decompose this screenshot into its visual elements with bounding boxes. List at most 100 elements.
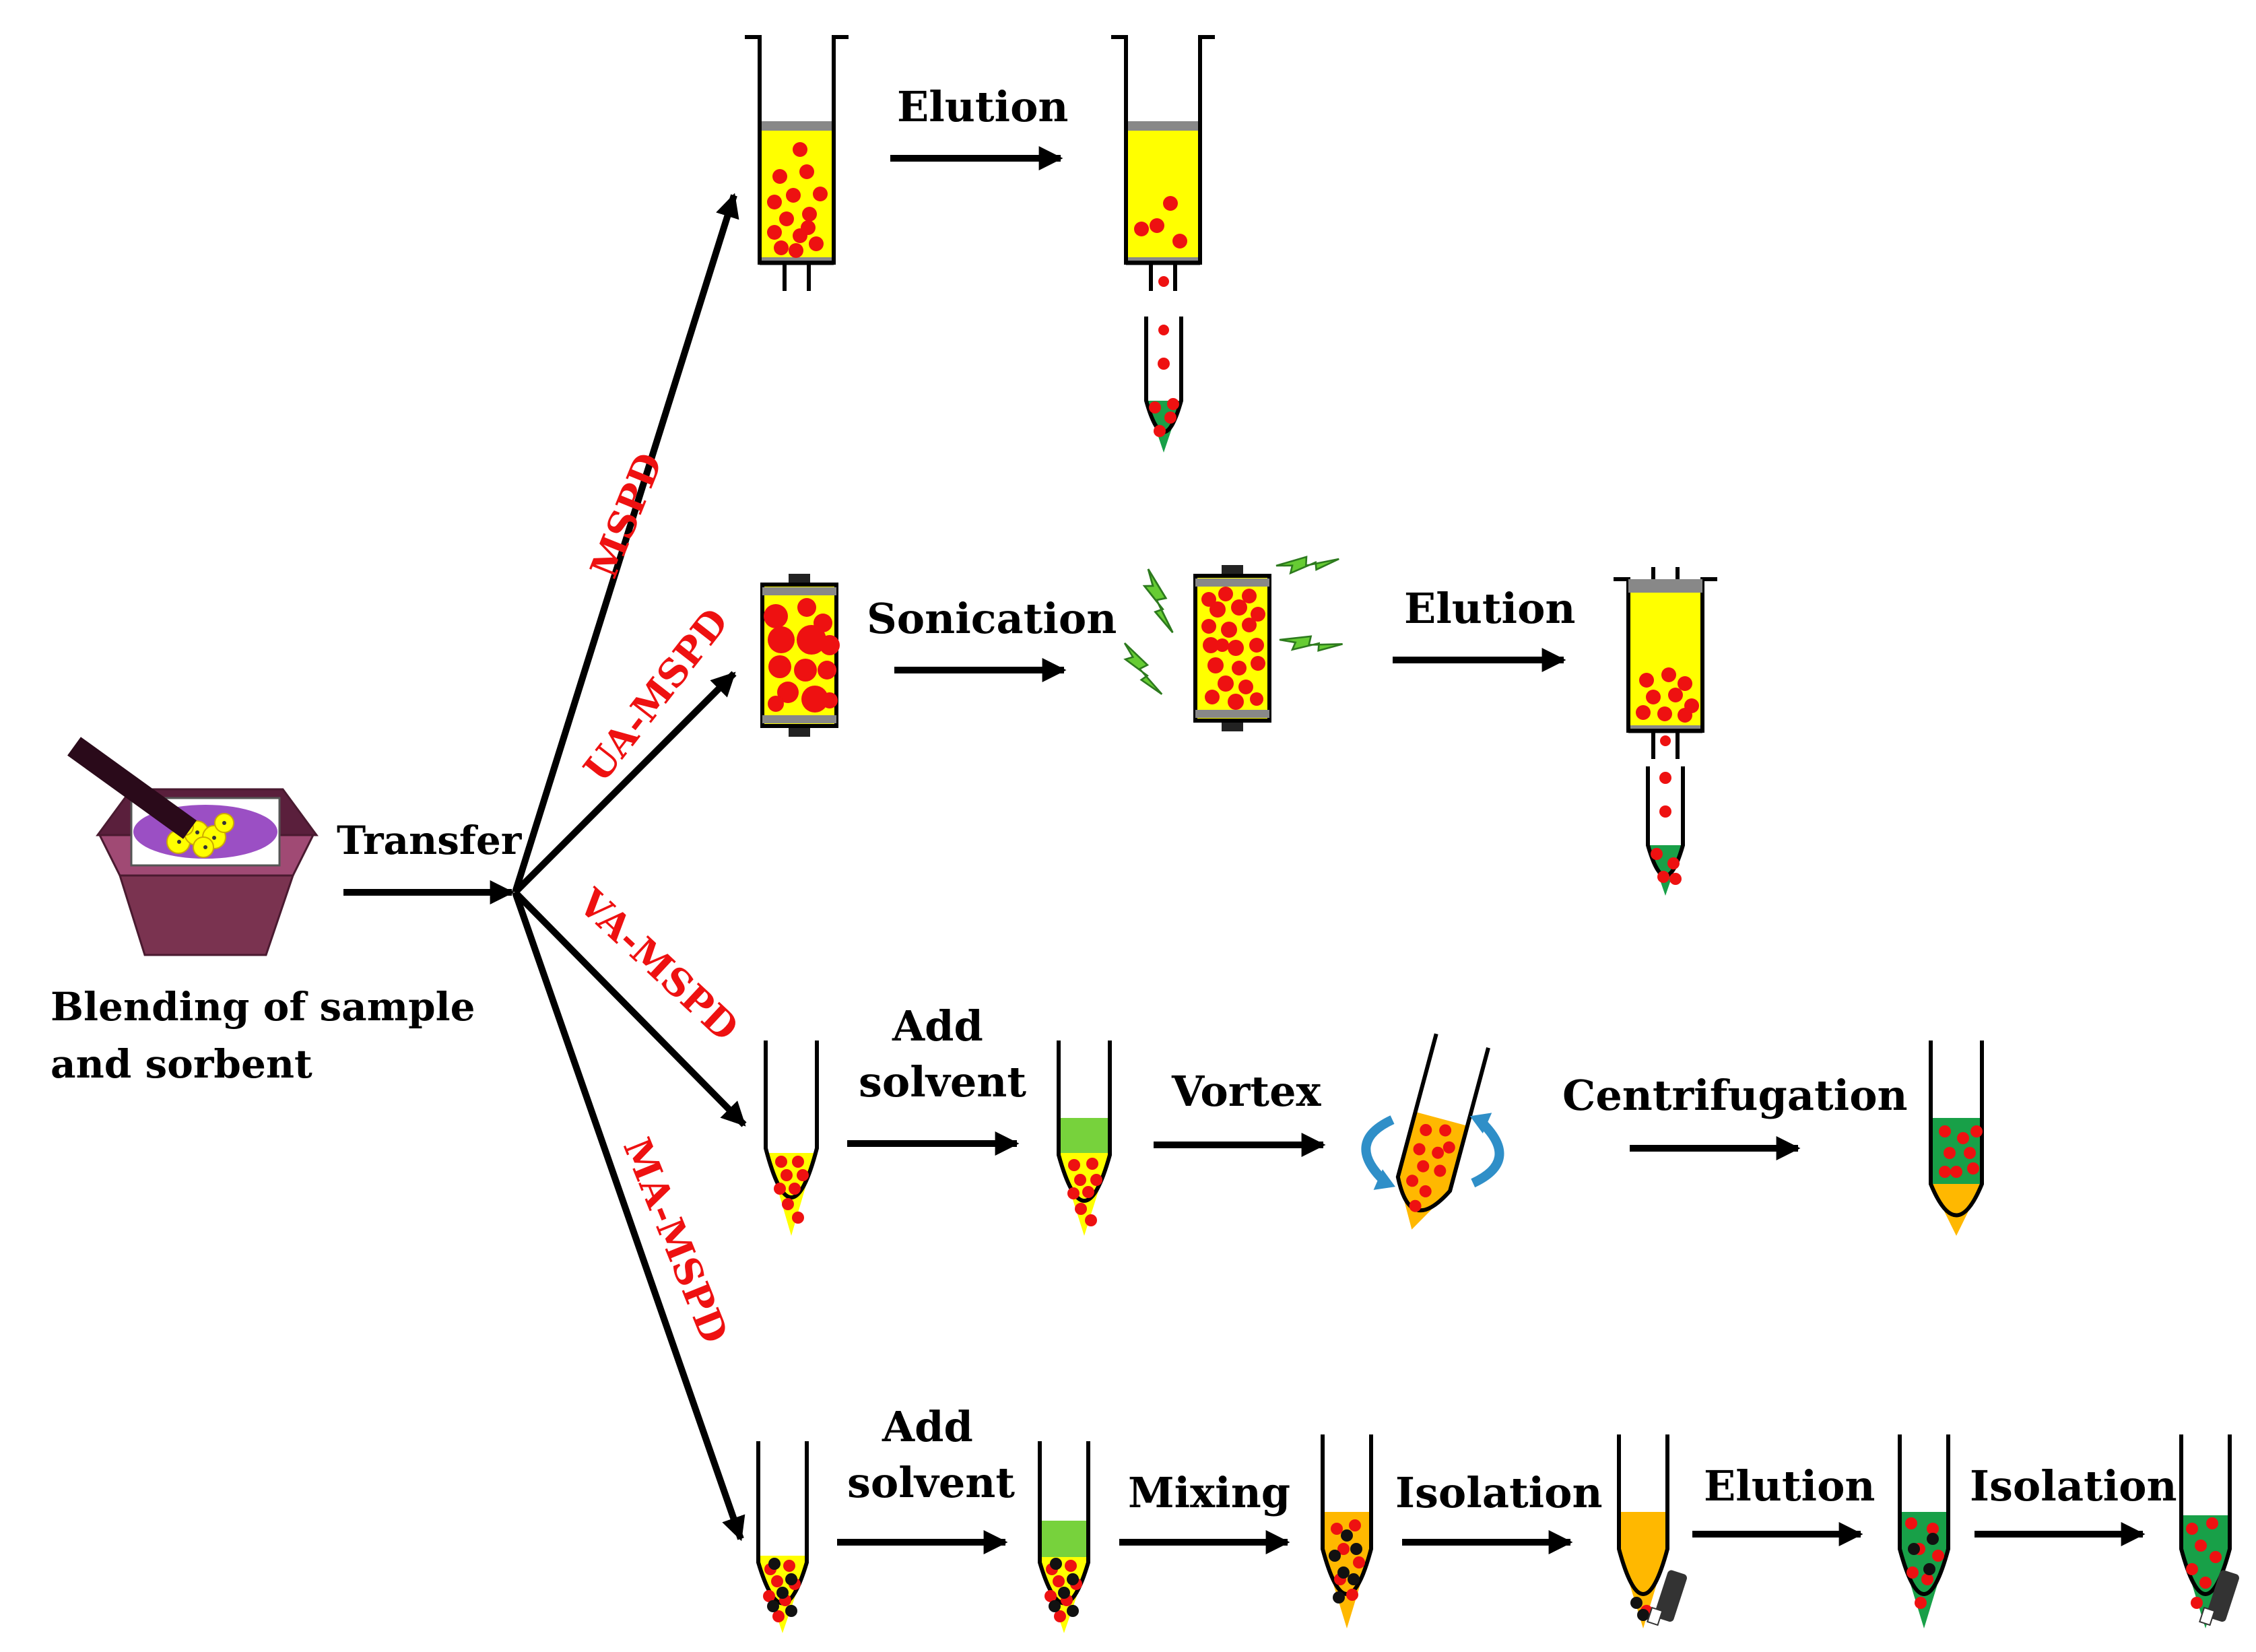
analyte-dot (782, 1198, 794, 1210)
analyte-dot (2191, 1597, 2203, 1609)
lightning-bolt-icon (1279, 635, 1343, 652)
analyte-dot (1915, 1597, 1927, 1609)
analyte-dot (1218, 587, 1233, 601)
va-tube-centrifuged (1929, 1040, 1984, 1236)
step-ma-add-solvent-line2: solvent (847, 1458, 1015, 1507)
rotation-arrow-head (1373, 1169, 1395, 1190)
inlet-tip (1651, 567, 1680, 579)
analyte-dot (1158, 358, 1170, 370)
analyte-dot (1657, 871, 1669, 883)
analyte-dot (1636, 705, 1651, 720)
magnetic-sorbent-dot (1923, 1563, 1935, 1575)
analyte-dot (1231, 599, 1247, 616)
step-va-add-solvent-line1: Add (892, 1001, 983, 1051)
ua-collection-tube (1646, 766, 1685, 896)
analyte-dot (1242, 589, 1257, 603)
magnet-bar (1654, 1570, 1687, 1622)
analyte-dot (1967, 1162, 1979, 1175)
magnetic-sorbent-dot (767, 1600, 779, 1612)
analyte-dot (1432, 1146, 1445, 1159)
ma-tube-isolated (2179, 1434, 2232, 1628)
analyte-dot (1201, 592, 1216, 607)
lightning-bolt-icon (1275, 556, 1339, 575)
analyte-dot (774, 1183, 786, 1195)
analyte-dot (1209, 601, 1226, 618)
magnetic-sorbent-dot (1329, 1550, 1341, 1562)
frit-bottom (1195, 710, 1269, 718)
analyte-dot (1201, 619, 1216, 634)
analyte-dot (801, 220, 816, 235)
branch-label-va-mspd: VA-MSPD (569, 880, 747, 1050)
lightning-bolt-icon (1142, 568, 1174, 634)
analyte-dot (763, 1590, 775, 1602)
ma-tube-isolation (1617, 1434, 1669, 1628)
analyte-dot (1417, 1160, 1430, 1172)
analyte-dot (1065, 1560, 1077, 1572)
analyte-dot (1082, 1186, 1094, 1198)
tube-content (2181, 1515, 2230, 1628)
branch-arrow-mspd (512, 193, 739, 894)
step-ma-add-solvent-line1: Add (882, 1402, 973, 1451)
tube-outline (1898, 1434, 1950, 1596)
vessels-layer (745, 35, 2239, 1633)
analyte-dot (797, 598, 816, 617)
analyte-dot (801, 686, 828, 713)
falling-drop (1158, 276, 1169, 287)
magnetic-sorbent-dot (1630, 1597, 1643, 1609)
tube-content (1040, 1521, 1088, 1557)
tube-content (1931, 1184, 1982, 1236)
va-tube-solvent (1057, 1040, 1112, 1236)
rotation-arrow-icon (1471, 1119, 1504, 1188)
blending-caption-line1: Blending of sample (51, 984, 475, 1030)
analyte-dot (1927, 1523, 1939, 1535)
magnetic-sorbent-dot (1927, 1533, 1939, 1545)
analyte-dot (771, 1575, 783, 1587)
analyte-dot (1409, 1199, 1422, 1212)
barrel-outline (1111, 35, 1215, 265)
analyte-dot (781, 1169, 793, 1181)
outlet-tip (783, 263, 811, 291)
analyte-dot (1651, 848, 1663, 860)
branch-label-mspd: MSPD (582, 447, 672, 584)
frit-top (1628, 579, 1702, 593)
magnetic-sorbent-dot (1908, 1543, 1920, 1555)
frit-top (1195, 579, 1269, 587)
analyte-dot (1221, 622, 1237, 638)
analyte-dot (1053, 1575, 1065, 1587)
analyte-dot (772, 1610, 785, 1622)
lightning-bolt-icon (1123, 642, 1163, 695)
analyte-dot (1331, 1523, 1343, 1535)
analyte-dot (768, 626, 795, 653)
analyte-dot (1353, 1556, 1365, 1568)
ma-tube-solvent (1038, 1441, 1090, 1633)
analyte-dot (1054, 1610, 1066, 1622)
analyte-dot (1939, 1166, 1951, 1178)
magnetic-sorbent-dot (1049, 1600, 1061, 1612)
bolt-shape (1123, 642, 1163, 695)
analyte-dot (1668, 688, 1683, 702)
analyte-dot (1205, 690, 1220, 704)
analyte-dot (767, 225, 782, 240)
magnetic-sorbent-dot (1341, 1529, 1353, 1542)
transfer-label: Transfer (337, 818, 523, 863)
step-ma-elution: Elution (1704, 1461, 1876, 1511)
analyte-dot (1950, 1166, 1962, 1178)
ua-cartridge-sonicating (1193, 565, 1271, 731)
analyte-dot (1075, 1203, 1087, 1215)
magnetic-sorbent-dot (1333, 1591, 1345, 1604)
analyte-dot (789, 243, 803, 258)
analyte-dot (1939, 1125, 1951, 1137)
analyte-dot (813, 187, 828, 201)
analyte-dot (1905, 1517, 1917, 1529)
analyte-dot (1970, 1125, 1983, 1137)
analyte-dot (2199, 1577, 2212, 1589)
analyte-dot (1149, 401, 1161, 414)
analyte-dot (768, 696, 784, 712)
magnetic-sorbent-dot (785, 1605, 797, 1617)
analyte-dot (2186, 1523, 2198, 1535)
tube-outline (1617, 1434, 1669, 1596)
analyte-dot (792, 1212, 804, 1224)
analyte-dot (793, 142, 807, 157)
